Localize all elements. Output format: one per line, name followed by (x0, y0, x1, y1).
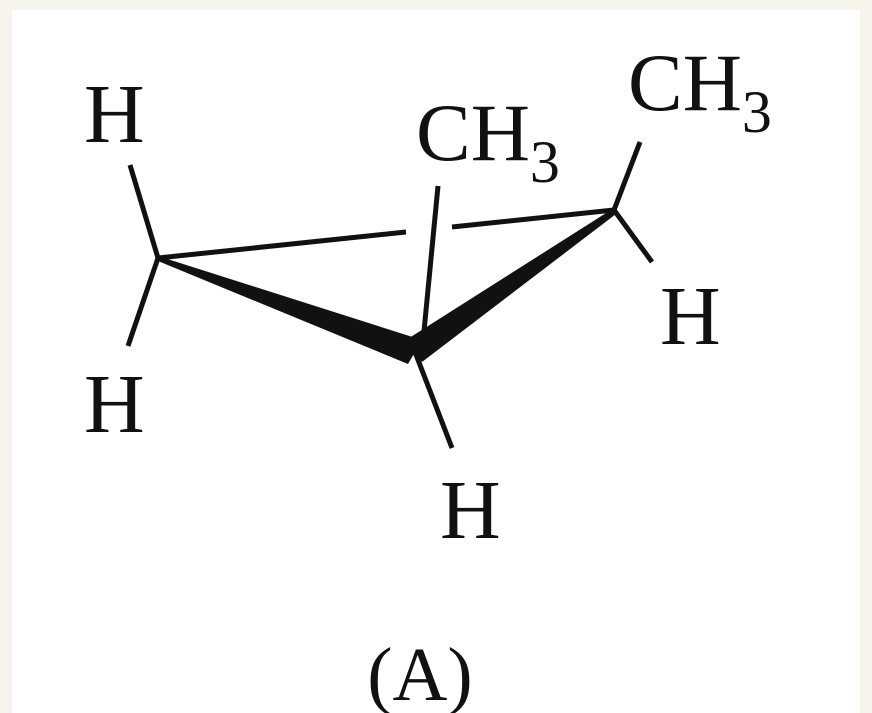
bond-c2-ch3 (419, 185, 441, 353)
wedge-bond-left (158, 256, 422, 364)
back-bond-right-segment (451, 207, 615, 230)
bond-c3-h (611, 208, 655, 264)
label-ch3-middle: CH3 (416, 87, 560, 195)
back-bond-left-segment (157, 229, 407, 261)
bond-c3-ch3 (611, 141, 643, 211)
label-ch3-middle-subscript: 3 (530, 129, 560, 195)
wedge-bond-right (406, 208, 616, 362)
label-ch3-middle-main: CH (416, 87, 530, 178)
bond-c1-h-top (127, 164, 161, 259)
figure-caption: (A) (367, 633, 473, 713)
label-ch3-right: CH3 (628, 37, 772, 145)
label-ch3-right-subscript: 3 (742, 79, 772, 145)
label-h-bottom: H (440, 464, 501, 557)
figure-panel (12, 10, 860, 713)
label-h-top-left: H (84, 68, 145, 161)
label-h-bottom-left: H (84, 358, 145, 451)
bond-c1-h-bottom (125, 257, 161, 347)
label-ch3-right-main: CH (628, 37, 742, 128)
label-h-right: H (660, 270, 721, 363)
bond-c2-h (412, 351, 455, 449)
